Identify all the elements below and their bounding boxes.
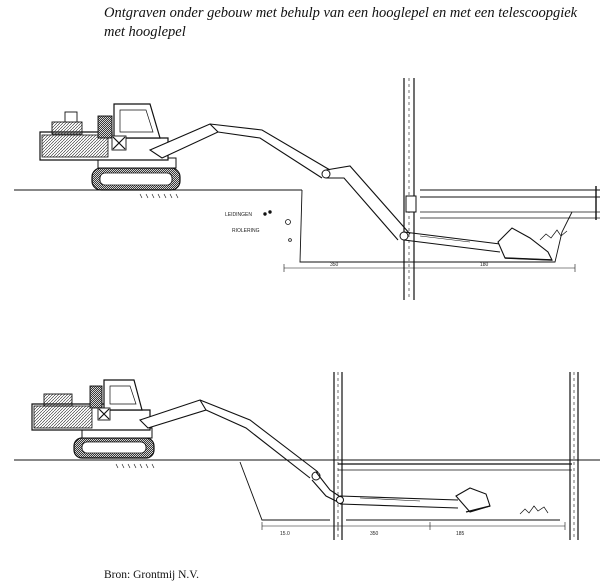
label-riolering: RIOLERING — [232, 228, 260, 234]
caption-line-2: met hooglepel — [104, 24, 186, 40]
bottom-excavation-pit — [239, 461, 560, 521]
bottom-boom — [138, 399, 491, 513]
bottom-dim-c: 185 — [456, 531, 465, 537]
top-sheet-pile — [403, 78, 415, 300]
label-leidingen: LEIDINGEN — [225, 212, 252, 218]
bottom-figure — [14, 372, 600, 540]
top-boom — [148, 123, 553, 261]
caption-line-1: Ontgraven onder gebouw met behulp van ee… — [104, 5, 578, 21]
top-excavator — [39, 103, 181, 191]
top-dim-left: 350 — [330, 262, 339, 268]
top-figure — [14, 78, 600, 300]
source-credit: Bron: Grontmij N.V. — [104, 569, 199, 581]
bottom-sheet-pile-left — [333, 372, 343, 540]
top-dim-right: 180 — [480, 262, 489, 268]
bottom-excavator — [31, 379, 155, 459]
bottom-dim-a: 15.0 — [280, 531, 290, 537]
top-excavation-pit — [299, 189, 573, 263]
bottom-dim-b: 350 — [370, 531, 379, 537]
bottom-sheet-pile-right — [569, 372, 579, 540]
figure-caption: Ontgraven onder gebouw met behulp van ee… — [104, 4, 599, 42]
